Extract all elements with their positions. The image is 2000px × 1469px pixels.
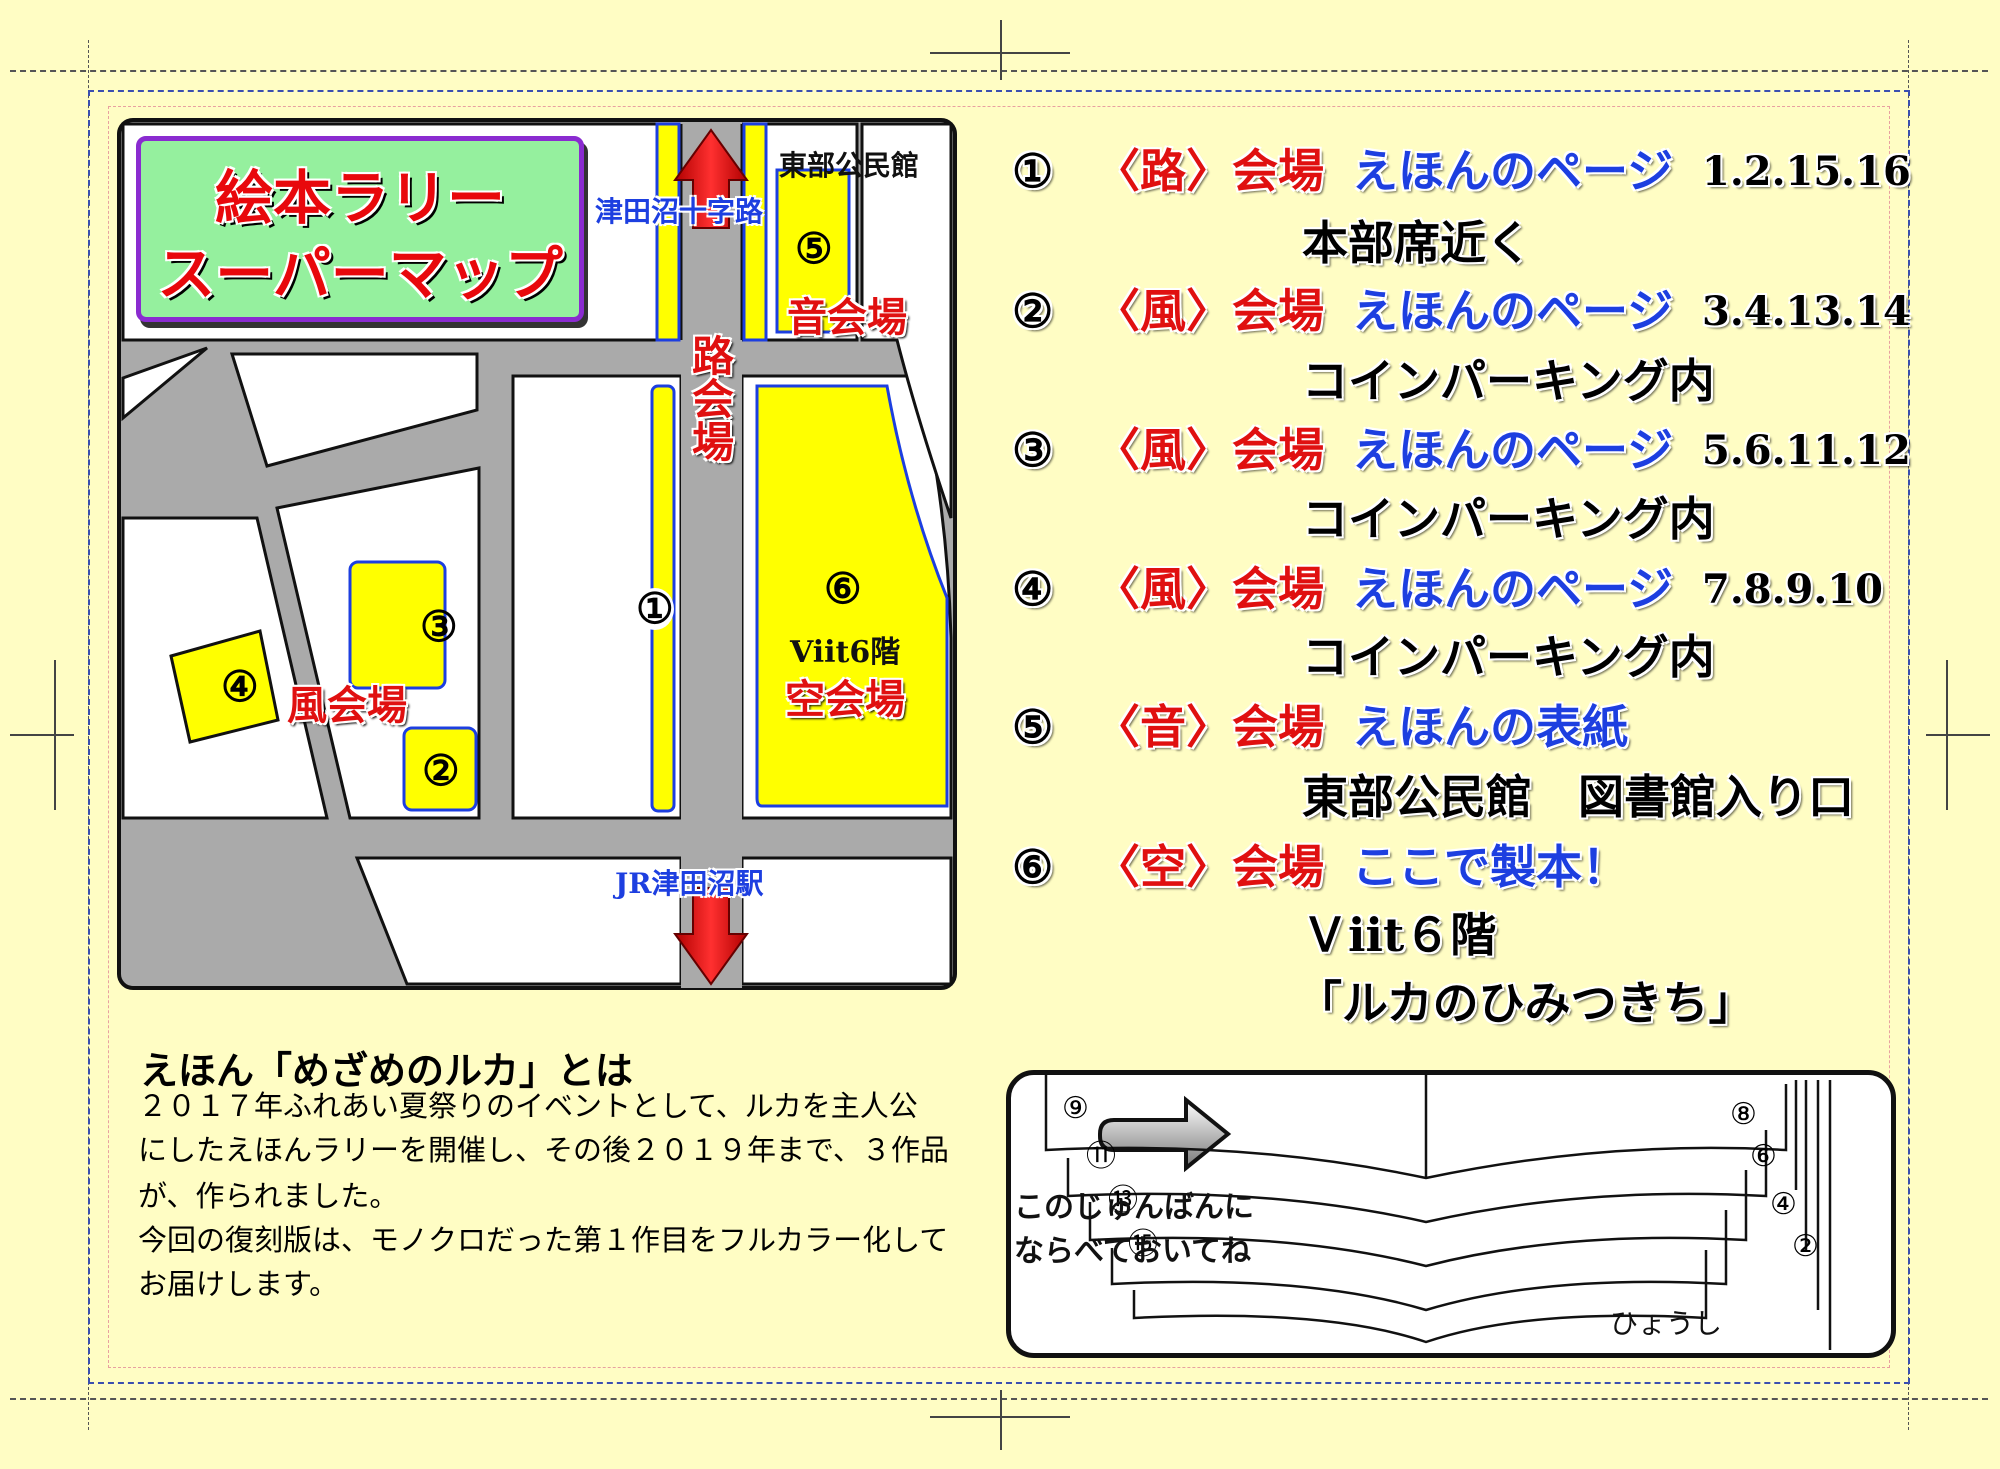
page-4-icon: ④ xyxy=(1770,1187,1797,1222)
arrow-right-icon xyxy=(1098,1095,1232,1173)
crop-mark-right-v xyxy=(1946,660,1948,810)
arrow-south-icon xyxy=(673,887,749,986)
block-south-east xyxy=(740,856,953,986)
about-line-3: が、作られました。 xyxy=(138,1179,399,1213)
cover-label: ひょうし xyxy=(1610,1307,1723,1340)
venue-4-area xyxy=(169,629,280,744)
label-tsudanuma-cross: 津田沼十字路 xyxy=(595,195,764,228)
about-line-5: お届けします。 xyxy=(138,1267,339,1301)
crop-mark-left xyxy=(10,734,74,736)
venue-5-area xyxy=(775,168,851,334)
label-east-hall: 東部公民館 xyxy=(779,149,920,182)
marker-5: ⑤ xyxy=(795,224,833,273)
marker-1: ① xyxy=(636,584,674,633)
venue-detail-2: コインパーキング内 xyxy=(1302,354,1715,408)
strip-north-west xyxy=(655,122,681,342)
marker-2: ② xyxy=(422,746,460,795)
marker-3: ③ xyxy=(420,602,458,651)
page-8-icon: ⑧ xyxy=(1730,1097,1757,1132)
label-oto-venue: 音会場 xyxy=(787,294,907,341)
venue-detail-3: コインパーキング内 xyxy=(1302,492,1715,546)
crop-mark-left-v xyxy=(54,660,56,810)
about-line-1: ２０１７年ふれあい夏祭りのイベントとして、ルカを主人公 xyxy=(138,1089,918,1123)
venue-3-area xyxy=(348,560,447,690)
rally-map: 津田沼十字路 東部公民館 音会場 路会場 Viit6階 空会場 風会場 JR津田… xyxy=(117,118,957,990)
about-line-2: にしたえほんラリーを開催し、その後２０１９年まで、３作品 xyxy=(138,1133,949,1167)
page-order-diagram xyxy=(1044,1074,1832,1350)
crop-mark-right xyxy=(1926,734,1990,736)
page-11-icon: ⑪ xyxy=(1086,1139,1116,1174)
venue-detail-1: 本部席近く xyxy=(1302,216,1532,270)
label-kaze-venue: 風会場 xyxy=(287,682,407,729)
page-13-icon: ⑬ xyxy=(1108,1183,1138,1218)
page-2-icon: ② xyxy=(1792,1229,1819,1264)
label-viit: Viit6階 xyxy=(790,635,901,670)
label-sora-venue: 空会場 xyxy=(785,676,905,723)
page-9-icon: ⑨ xyxy=(1062,1091,1089,1126)
page-6-icon: ⑥ xyxy=(1750,1139,1777,1174)
about-heading: えほん「めざめのルカ」とは xyxy=(140,1048,633,1093)
map-title-line1: 絵本ラリー xyxy=(214,164,505,232)
label-jr-station: JR津田沼駅 xyxy=(615,867,764,900)
marker-6: ⑥ xyxy=(824,564,862,613)
order-note-line1: このじゅんばんに xyxy=(1014,1190,1254,1225)
venue-detail-6a: Ｖiit６階 xyxy=(1302,908,1497,962)
map-title-line2: スーパーマップ xyxy=(157,240,563,308)
venue-detail-4: コインパーキング内 xyxy=(1302,630,1715,684)
arrow-north-icon xyxy=(673,128,749,229)
venue-detail-5: 東部公民館 図書館入り口 xyxy=(1302,770,1854,824)
venue-6-area xyxy=(755,384,949,808)
map-title-box: 絵本ラリー スーパーマップ xyxy=(136,136,584,322)
venue-detail-6b: 「ルカのひみつきち」 xyxy=(1296,976,1755,1030)
order-note-line2: ならべておいてね xyxy=(1014,1234,1251,1269)
strip-north-east xyxy=(742,122,768,342)
trim-line-left xyxy=(88,40,89,1430)
trim-line-right xyxy=(1908,40,1909,1430)
order-note: このじゅんばんに ならべておいてね xyxy=(1014,1186,1254,1274)
map-graphic xyxy=(117,118,957,990)
marker-4: ④ xyxy=(221,662,259,711)
page-15-icon: ⑮ xyxy=(1128,1227,1158,1262)
crop-mark-top-v xyxy=(1000,20,1002,80)
venue-2-area xyxy=(402,726,478,812)
crop-mark-bottom-v xyxy=(1000,1390,1002,1450)
label-michi-venue: 路会場 xyxy=(692,332,735,467)
about-line-4: 今回の復刻版は、モノクロだった第１作目をフルカラー化して xyxy=(138,1223,949,1257)
